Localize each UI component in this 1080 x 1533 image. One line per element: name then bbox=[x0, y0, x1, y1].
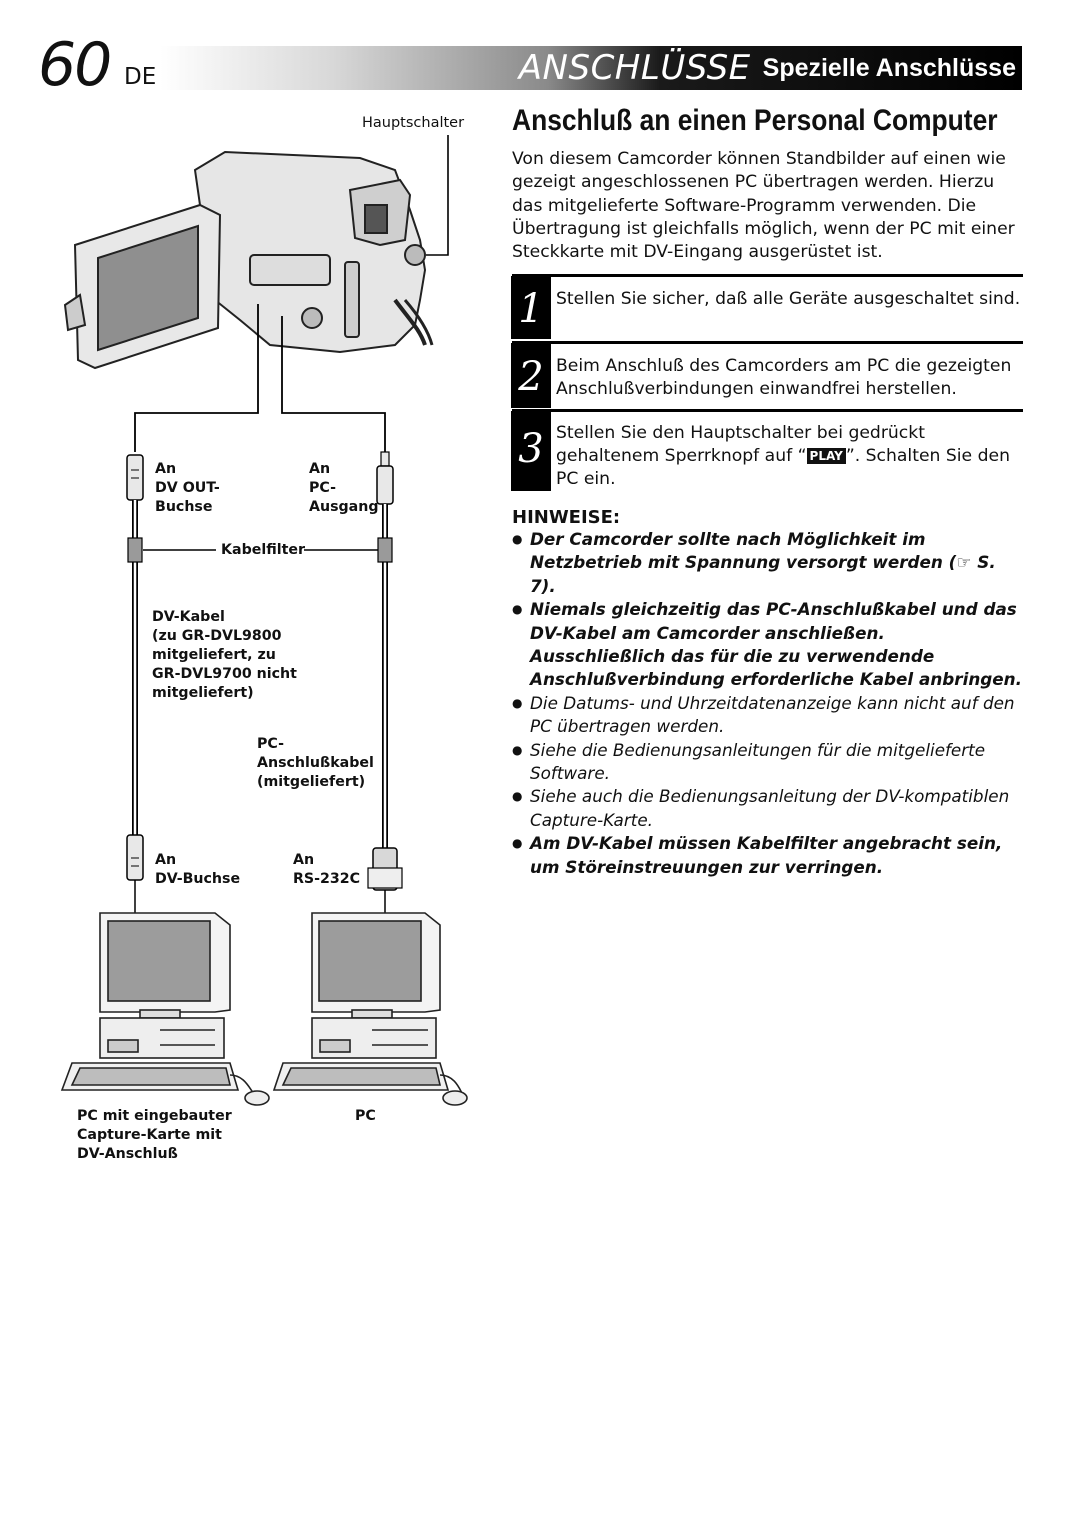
notes-heading: HINWEISE: bbox=[512, 507, 621, 528]
label-dv-cable: DV-Kabel (zu GR-DVL9800 mitgeliefert, zu… bbox=[152, 608, 297, 703]
label-line: An bbox=[309, 461, 331, 477]
step-text: Beim Anschluß des Camcorders am PC die g… bbox=[556, 356, 1012, 399]
label-line: Buchse bbox=[155, 499, 213, 515]
section-title: Anschluß an einen Personal Computer bbox=[512, 104, 998, 137]
label-pc: PC bbox=[355, 1108, 376, 1124]
page-number: 60 bbox=[38, 30, 112, 100]
camcorder-cable-leads bbox=[134, 304, 386, 452]
label-pc-out: An PC- Ausgang bbox=[309, 460, 379, 517]
label-line: mitgeliefert) bbox=[152, 685, 254, 701]
label-line: DV-Anschluß bbox=[77, 1146, 178, 1162]
note-item: Siehe auch die Bedienungsanleitung der D… bbox=[512, 785, 1024, 832]
label-line: RS-232C bbox=[293, 871, 361, 887]
label-line: DV-Kabel bbox=[152, 609, 225, 625]
label-line: Ausgang bbox=[309, 499, 379, 515]
label-line: An bbox=[155, 461, 177, 477]
note-item: Siehe die Bedienungsanleitungen für die … bbox=[512, 739, 1024, 786]
step-divider bbox=[512, 409, 1023, 412]
label-dv-out: An DV OUT- Buchse bbox=[155, 460, 220, 517]
step-divider bbox=[512, 341, 1023, 344]
note-item: Am DV-Kabel müssen Kabelfilter angebrach… bbox=[512, 832, 1024, 879]
note-item: Die Datums- und Uhrzeitdatenanzeige kann… bbox=[512, 692, 1024, 739]
page-language: DE bbox=[124, 64, 157, 90]
label-line: PC- bbox=[257, 736, 285, 752]
label-main-switch: Hauptschalter bbox=[362, 115, 465, 131]
note-item: Niemals gleichzeitig das PC-Anschlußkabe… bbox=[512, 598, 1024, 692]
label-line: Anschlußkabel bbox=[257, 755, 374, 771]
step-number: 3 bbox=[511, 411, 551, 491]
step-number: 2 bbox=[511, 343, 551, 408]
intro-paragraph: Von diesem Camcorder können Standbilder … bbox=[512, 149, 1015, 263]
step-text-part: Stellen Sie den Hauptschalter bei gedrüc… bbox=[556, 423, 925, 466]
leader-line bbox=[426, 135, 449, 256]
label-line: Capture-Karte mit bbox=[77, 1127, 222, 1143]
computer-illustration bbox=[60, 912, 270, 1106]
connection-diagram bbox=[60, 135, 468, 1106]
label-pc-capture: PC mit eingebauter Capture-Karte mit DV-… bbox=[77, 1107, 232, 1164]
label-line: PC mit eingebauter bbox=[77, 1108, 232, 1124]
label-line: PC- bbox=[309, 480, 337, 496]
notes-list: Der Camcorder sollte nach Möglichkeit im… bbox=[512, 528, 1024, 879]
note-item: Der Camcorder sollte nach Möglichkeit im… bbox=[512, 528, 1024, 598]
header-band bbox=[160, 46, 1022, 90]
label-dv-jack: An DV-Buchse bbox=[155, 851, 240, 889]
step-text-part: ”. Schalten Sie den PC ein. bbox=[556, 446, 1010, 489]
label-line: An bbox=[155, 852, 177, 868]
label-rs232c: An RS-232C bbox=[293, 851, 360, 889]
label-line: DV-Buchse bbox=[155, 871, 241, 887]
dv-cable bbox=[126, 454, 144, 881]
step-text: Stellen Sie den Hauptschalter bei gedrüc… bbox=[556, 422, 1022, 491]
chapter-subtitle: Spezielle Anschlüsse bbox=[762, 53, 1016, 82]
chapter-title: ANSCHLÜSSE Spezielle Anschlüsse bbox=[519, 46, 1016, 90]
chapter-main-title: ANSCHLÜSSE bbox=[518, 48, 751, 88]
pc-cable bbox=[367, 451, 403, 891]
label-line: mitgeliefert, zu bbox=[152, 647, 276, 663]
step-text: Stellen Sie sicher, daß alle Geräte ausg… bbox=[556, 289, 1021, 309]
label-cable-filter: Kabelfilter bbox=[221, 542, 305, 558]
computer-illustration bbox=[272, 912, 468, 1106]
step-divider bbox=[512, 274, 1023, 277]
label-line: (zu GR-DVL9800 bbox=[152, 628, 282, 644]
step-number: 1 bbox=[511, 276, 551, 339]
camcorder-illustration bbox=[63, 150, 434, 370]
label-line: (mitgeliefert) bbox=[257, 774, 366, 790]
label-pc-cable: PC- Anschlußkabel (mitgeliefert) bbox=[257, 735, 374, 792]
play-badge: PLAY bbox=[806, 448, 846, 464]
label-line: GR-DVL9700 nicht bbox=[152, 666, 297, 682]
label-line: An bbox=[293, 852, 315, 868]
label-line: DV OUT- bbox=[155, 480, 220, 496]
